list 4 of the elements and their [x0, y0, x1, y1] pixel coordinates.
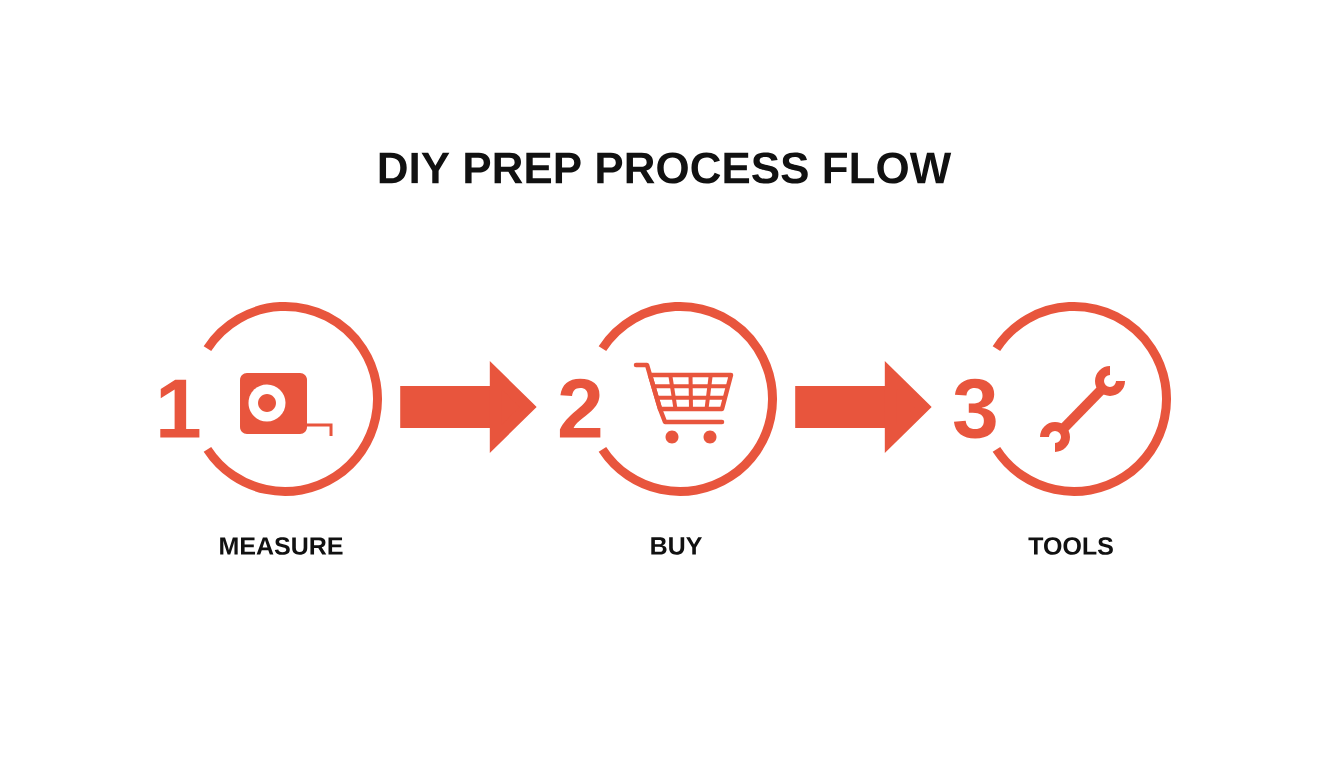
- title: DIY PREP PROCESS FLOW: [379, 152, 952, 184]
- step-label: TOOLS: [1028, 537, 1113, 555]
- step-label: BUY: [651, 537, 702, 555]
- step-label: MEASURE: [220, 537, 343, 555]
